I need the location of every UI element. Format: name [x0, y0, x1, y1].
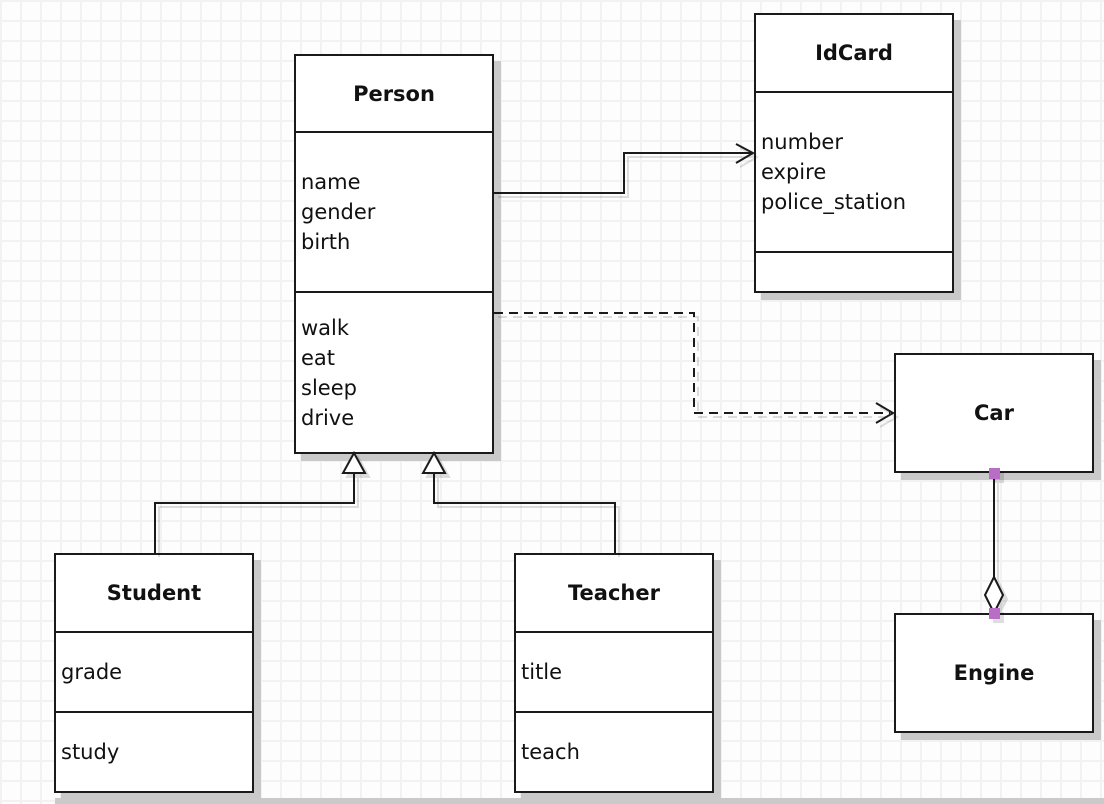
- method: eat: [301, 345, 336, 370]
- method: walk: [301, 315, 350, 340]
- hollow-triangle-icon: [421, 450, 447, 474]
- methods-compartment: walk eat sleep drive: [296, 293, 492, 452]
- class-box-car[interactable]: Car: [894, 353, 1094, 473]
- association-person-idcard[interactable]: [494, 143, 756, 194]
- attribute: title: [521, 660, 563, 684]
- attribute: name: [301, 170, 361, 194]
- dependency-person-car[interactable]: [494, 312, 895, 424]
- class-title: IdCard: [756, 15, 952, 93]
- class-title: Person: [296, 56, 492, 133]
- open-arrowhead-icon: [875, 402, 895, 424]
- class-box-person[interactable]: Person name gender birth walk eat sleep …: [294, 54, 494, 454]
- methods-compartment: [756, 253, 952, 291]
- aggregation-car-engine[interactable]: [983, 468, 1005, 619]
- class-title: Engine: [953, 661, 1035, 685]
- attribute: grade: [61, 660, 123, 684]
- attribute: gender: [301, 200, 376, 224]
- class-title: Student: [56, 555, 252, 633]
- methods-compartment: teach: [516, 713, 712, 791]
- method: study: [61, 740, 120, 764]
- method: teach: [521, 740, 580, 764]
- hollow-diamond-icon: [983, 574, 1005, 616]
- method: sleep: [301, 375, 357, 400]
- open-arrowhead-icon: [735, 143, 756, 164]
- class-title: Car: [974, 401, 1014, 425]
- class-box-teacher[interactable]: Teacher title teach: [514, 553, 714, 793]
- methods-compartment: study: [56, 713, 252, 791]
- method: drive: [301, 405, 355, 430]
- attribute: expire: [761, 160, 827, 184]
- class-box-student[interactable]: Student grade study: [54, 553, 254, 793]
- class-box-idcard[interactable]: IdCard number expire police_station: [754, 13, 954, 293]
- attributes-compartment: title: [516, 633, 712, 713]
- attributes-compartment: name gender birth: [296, 133, 492, 293]
- generalization-student-person[interactable]: [154, 450, 367, 553]
- attributes-compartment: number expire police_station: [756, 93, 952, 253]
- attribute: police_station: [761, 190, 907, 214]
- attribute: number: [761, 130, 843, 154]
- class-title: Teacher: [516, 555, 712, 633]
- hollow-triangle-icon: [341, 450, 367, 474]
- class-box-engine[interactable]: Engine: [894, 613, 1094, 733]
- canvas-bottom-edge: [55, 798, 1104, 804]
- attributes-compartment: grade: [56, 633, 252, 713]
- generalization-teacher-person[interactable]: [421, 450, 616, 553]
- attribute: birth: [301, 230, 351, 254]
